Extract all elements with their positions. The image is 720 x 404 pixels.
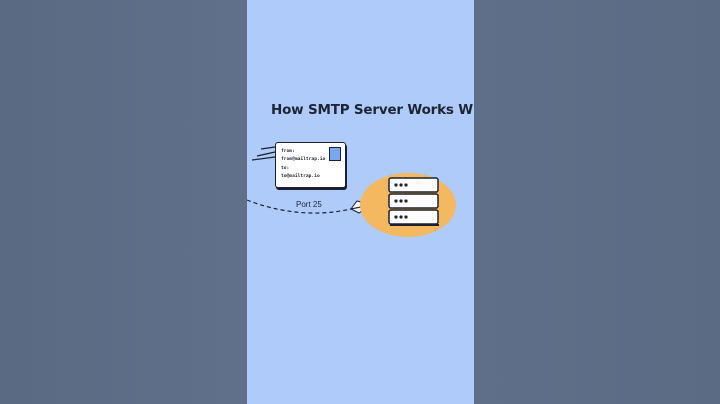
to-label: to: [281, 166, 290, 171]
from-value: from@mailtrap.io [281, 157, 326, 162]
stamp-icon [329, 147, 341, 161]
diagram-title: How SMTP Server Works Without [271, 102, 474, 118]
speed-line [256, 151, 276, 157]
right-blur-background [474, 0, 720, 404]
speed-line [260, 146, 276, 150]
speed-line [251, 156, 276, 161]
to-value: to@mailtrap.io [281, 174, 320, 179]
dashed-path-arrow [247, 199, 356, 214]
video-frame: How SMTP Server Works Without [247, 0, 474, 404]
port-label: Port 25 [296, 200, 322, 209]
email-envelope: from: from@mailtrap.io to: to@mailtrap.i… [275, 142, 346, 188]
server-icon [388, 177, 439, 226]
diagram-graphics [247, 146, 456, 237]
from-label: from: [281, 149, 295, 154]
left-blur-background [0, 0, 247, 404]
